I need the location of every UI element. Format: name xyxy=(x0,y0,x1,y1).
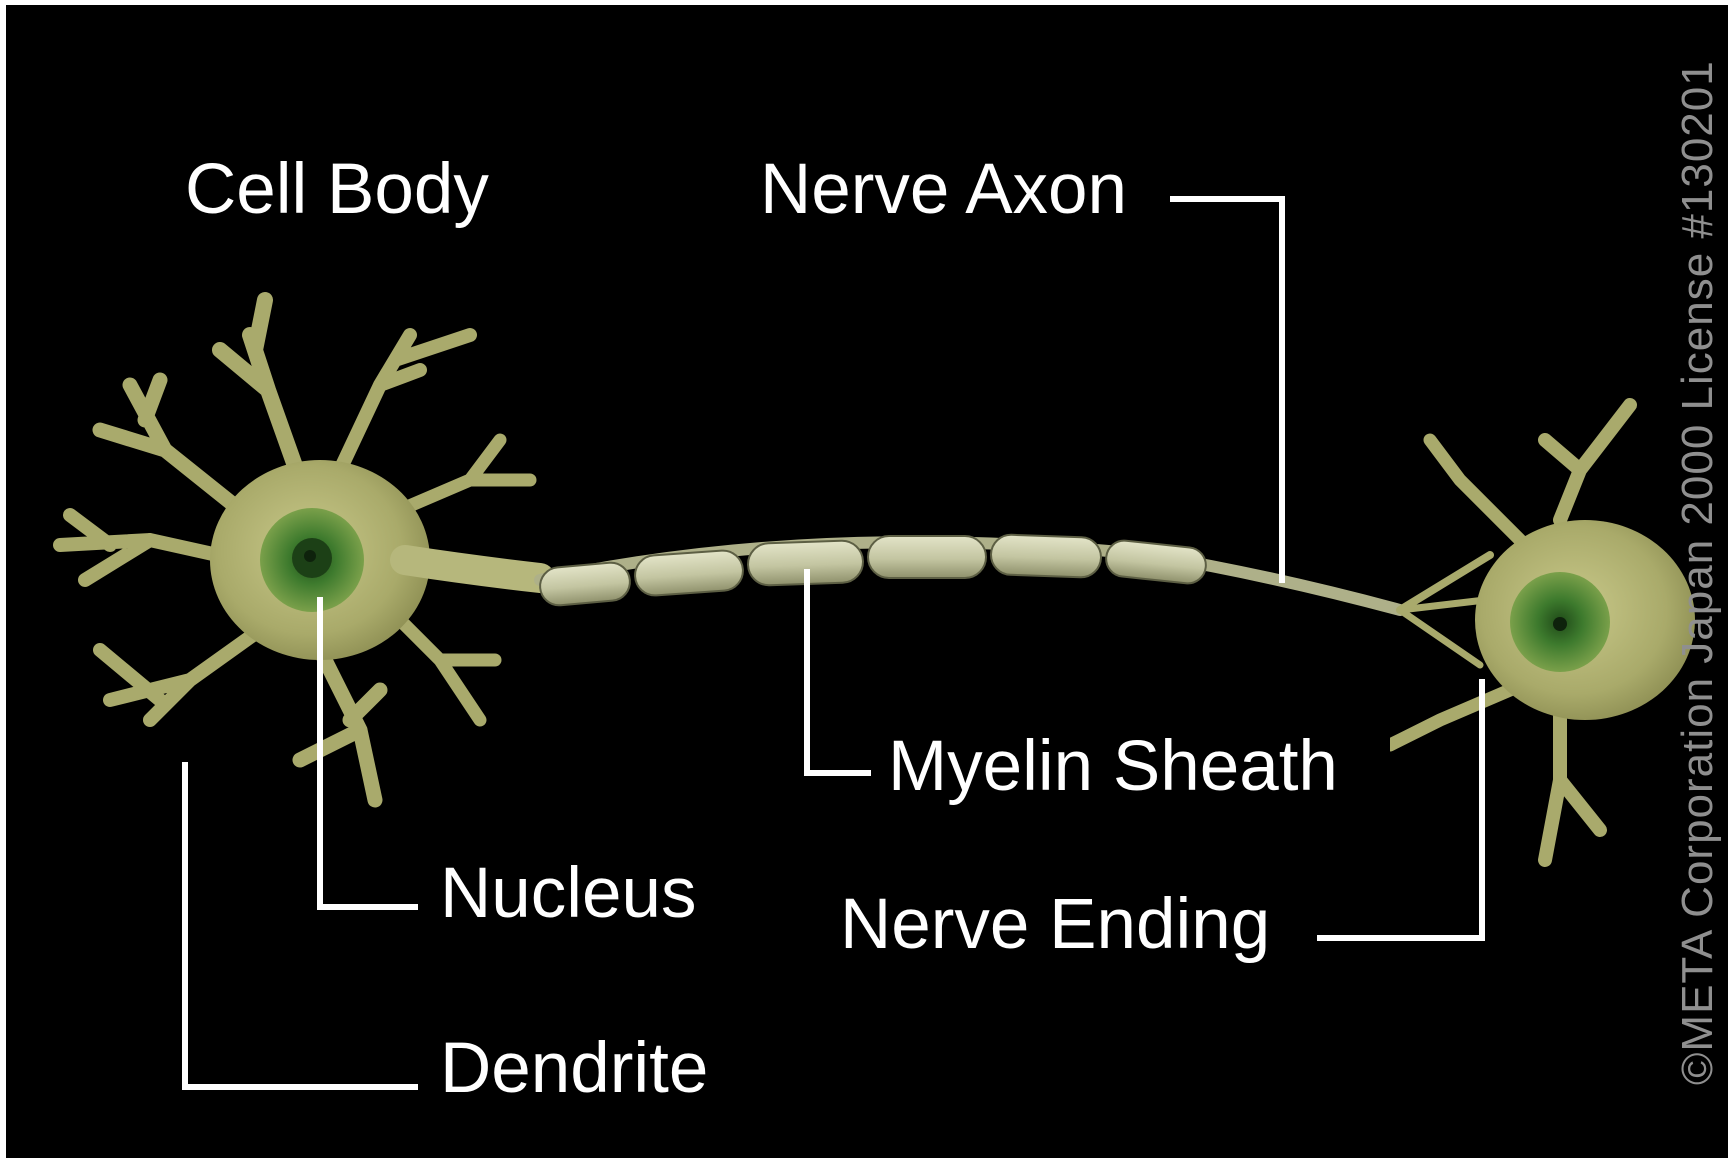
dendrite-label: Dendrite xyxy=(440,1029,708,1108)
nucleus-label: Nucleus xyxy=(440,854,697,933)
nerve-ending-label: Nerve Ending xyxy=(840,885,1270,964)
nerve-axon-label: Nerve Axon xyxy=(760,150,1127,229)
myelin-sheath-label: Myelin Sheath xyxy=(888,727,1338,806)
copyright-watermark: ©META Corporation Japan 2000 License #13… xyxy=(1673,60,1722,1085)
cell-body-label: Cell Body xyxy=(185,150,489,229)
axon-hillock xyxy=(405,560,540,578)
